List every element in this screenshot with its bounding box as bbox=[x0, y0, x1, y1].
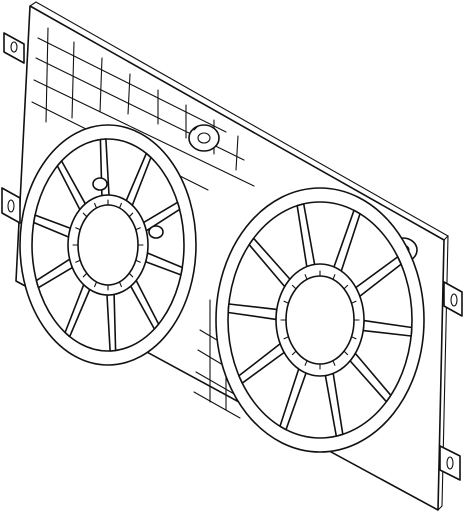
fan-right-hub-tick-13 bbox=[332, 274, 336, 280]
mounting-tab-right-bottom bbox=[439, 445, 461, 481]
mounting-boss-center bbox=[188, 124, 220, 152]
fan-left-hub-tick-5 bbox=[94, 281, 98, 288]
fan-left-hub-tick-14 bbox=[128, 212, 134, 218]
fan-left-hub-tick-10 bbox=[82, 212, 88, 218]
fan-right-hub bbox=[275, 263, 365, 377]
fan-left-hub-tick-7 bbox=[75, 259, 81, 263]
fan-right-hub-tick-3 bbox=[332, 360, 336, 366]
fan-left-hub-tick-13 bbox=[118, 202, 122, 209]
mounting-tab-right-top bbox=[443, 281, 463, 317]
grid-rib-lower-2 bbox=[195, 371, 237, 396]
grid-rib-v-2 bbox=[99, 57, 103, 113]
fan-left-hub-tick-9 bbox=[75, 227, 81, 231]
fan-right-hub-tick-2 bbox=[343, 350, 349, 356]
grid-rib-h-2 bbox=[33, 79, 255, 187]
fan-right-hub-tick-9 bbox=[283, 300, 290, 304]
fan-left-hub-tick-3 bbox=[118, 281, 122, 288]
fan-right-hub-tick-10 bbox=[291, 284, 297, 290]
fan-left-hub-tick-11 bbox=[94, 202, 98, 209]
fan-right-hub-tick-14 bbox=[343, 284, 349, 290]
shroud-right-edge bbox=[437, 235, 449, 511]
fan-ring-right bbox=[215, 187, 425, 453]
fan-right-hub-tick-15 bbox=[350, 300, 357, 304]
grid-rib-v-7 bbox=[235, 135, 239, 171]
fan-ring-left bbox=[19, 124, 197, 366]
fan-left-hub-tick-1 bbox=[135, 259, 141, 263]
fan-left-lug-right bbox=[148, 225, 164, 239]
shroud-frame bbox=[15, 1, 449, 511]
grid-rib-lower-3 bbox=[193, 391, 241, 419]
fan-right-inner-rim bbox=[227, 201, 413, 439]
fan-left-hub-tick-2 bbox=[128, 272, 134, 278]
grid-rib-v-0 bbox=[45, 27, 49, 123]
fan-right-hub-tick-7 bbox=[283, 336, 290, 340]
fan-right-hub-tick-5 bbox=[304, 360, 308, 366]
fan-left-hub bbox=[67, 194, 149, 296]
mounting-tab-left-top bbox=[3, 32, 25, 64]
fan-right-hub-tick-1 bbox=[350, 336, 357, 340]
fan-left-lug-top bbox=[92, 177, 108, 191]
grid-rib-v-1 bbox=[71, 41, 75, 119]
grid-rib-v-3 bbox=[127, 73, 131, 115]
fan-left-inner-rim bbox=[31, 138, 185, 352]
grid-rib-h-0 bbox=[37, 37, 227, 133]
mounting-tab-left-bottom bbox=[1, 187, 21, 224]
fan-right-hub-tick-11 bbox=[304, 274, 308, 280]
shroud-top-edge bbox=[29, 1, 449, 241]
fan-right-hub-tick-6 bbox=[291, 350, 297, 356]
fan-left-hub-tick-15 bbox=[135, 227, 141, 231]
fan-left-hub-tick-6 bbox=[82, 272, 88, 278]
